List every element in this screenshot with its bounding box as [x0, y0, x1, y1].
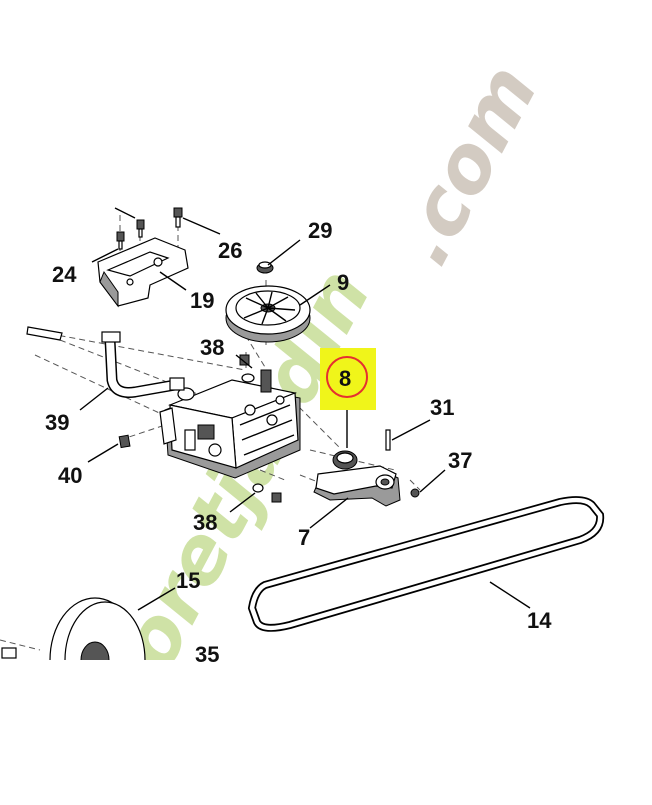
hydrostatic-transmission [159, 369, 301, 479]
callout-7[interactable]: 7 [298, 525, 310, 550]
washer-38-bottom [252, 483, 282, 503]
callout-labels: 29 26 24 19 9 38 8 31 39 40 37 38 7 15 1… [45, 218, 552, 667]
breather-tube-39 [101, 331, 185, 398]
callout-9[interactable]: 9 [337, 270, 349, 295]
callout-40[interactable]: 40 [58, 463, 82, 488]
callout-31[interactable]: 31 [430, 395, 454, 420]
mounting-bracket [97, 237, 189, 308]
bushing-8 [332, 450, 358, 470]
axle-rod [26, 326, 63, 341]
washer-38-top [239, 354, 255, 383]
leader-lines [79, 207, 531, 611]
callout-15[interactable]: 15 [176, 568, 200, 593]
callout-38-top[interactable]: 38 [200, 335, 224, 360]
shaft-35-stub [0, 639, 41, 659]
callout-37[interactable]: 37 [448, 448, 472, 473]
callout-14[interactable]: 14 [527, 608, 552, 633]
highlight-item-8 [320, 348, 376, 410]
pulley-15 [0, 597, 652, 800]
pin-31 [385, 429, 391, 451]
pulley-9 [225, 285, 311, 343]
bracket-screws [116, 207, 183, 250]
callout-19[interactable]: 19 [190, 288, 214, 313]
callout-29[interactable]: 29 [308, 218, 332, 243]
callout-38-bottom[interactable]: 38 [193, 510, 217, 535]
clip-40 [118, 434, 131, 449]
callout-39[interactable]: 39 [45, 410, 69, 435]
drive-belt-14 [247, 496, 605, 632]
screw-37 [410, 488, 420, 498]
callout-8[interactable]: 8 [339, 366, 351, 391]
idler-arm-7 [313, 465, 401, 507]
callout-26[interactable]: 26 [218, 238, 242, 263]
callout-35[interactable]: 35 [195, 642, 219, 667]
nut-29 [256, 261, 274, 274]
watermark-text-com: .com [377, 51, 555, 279]
callout-24[interactable]: 24 [52, 262, 77, 287]
